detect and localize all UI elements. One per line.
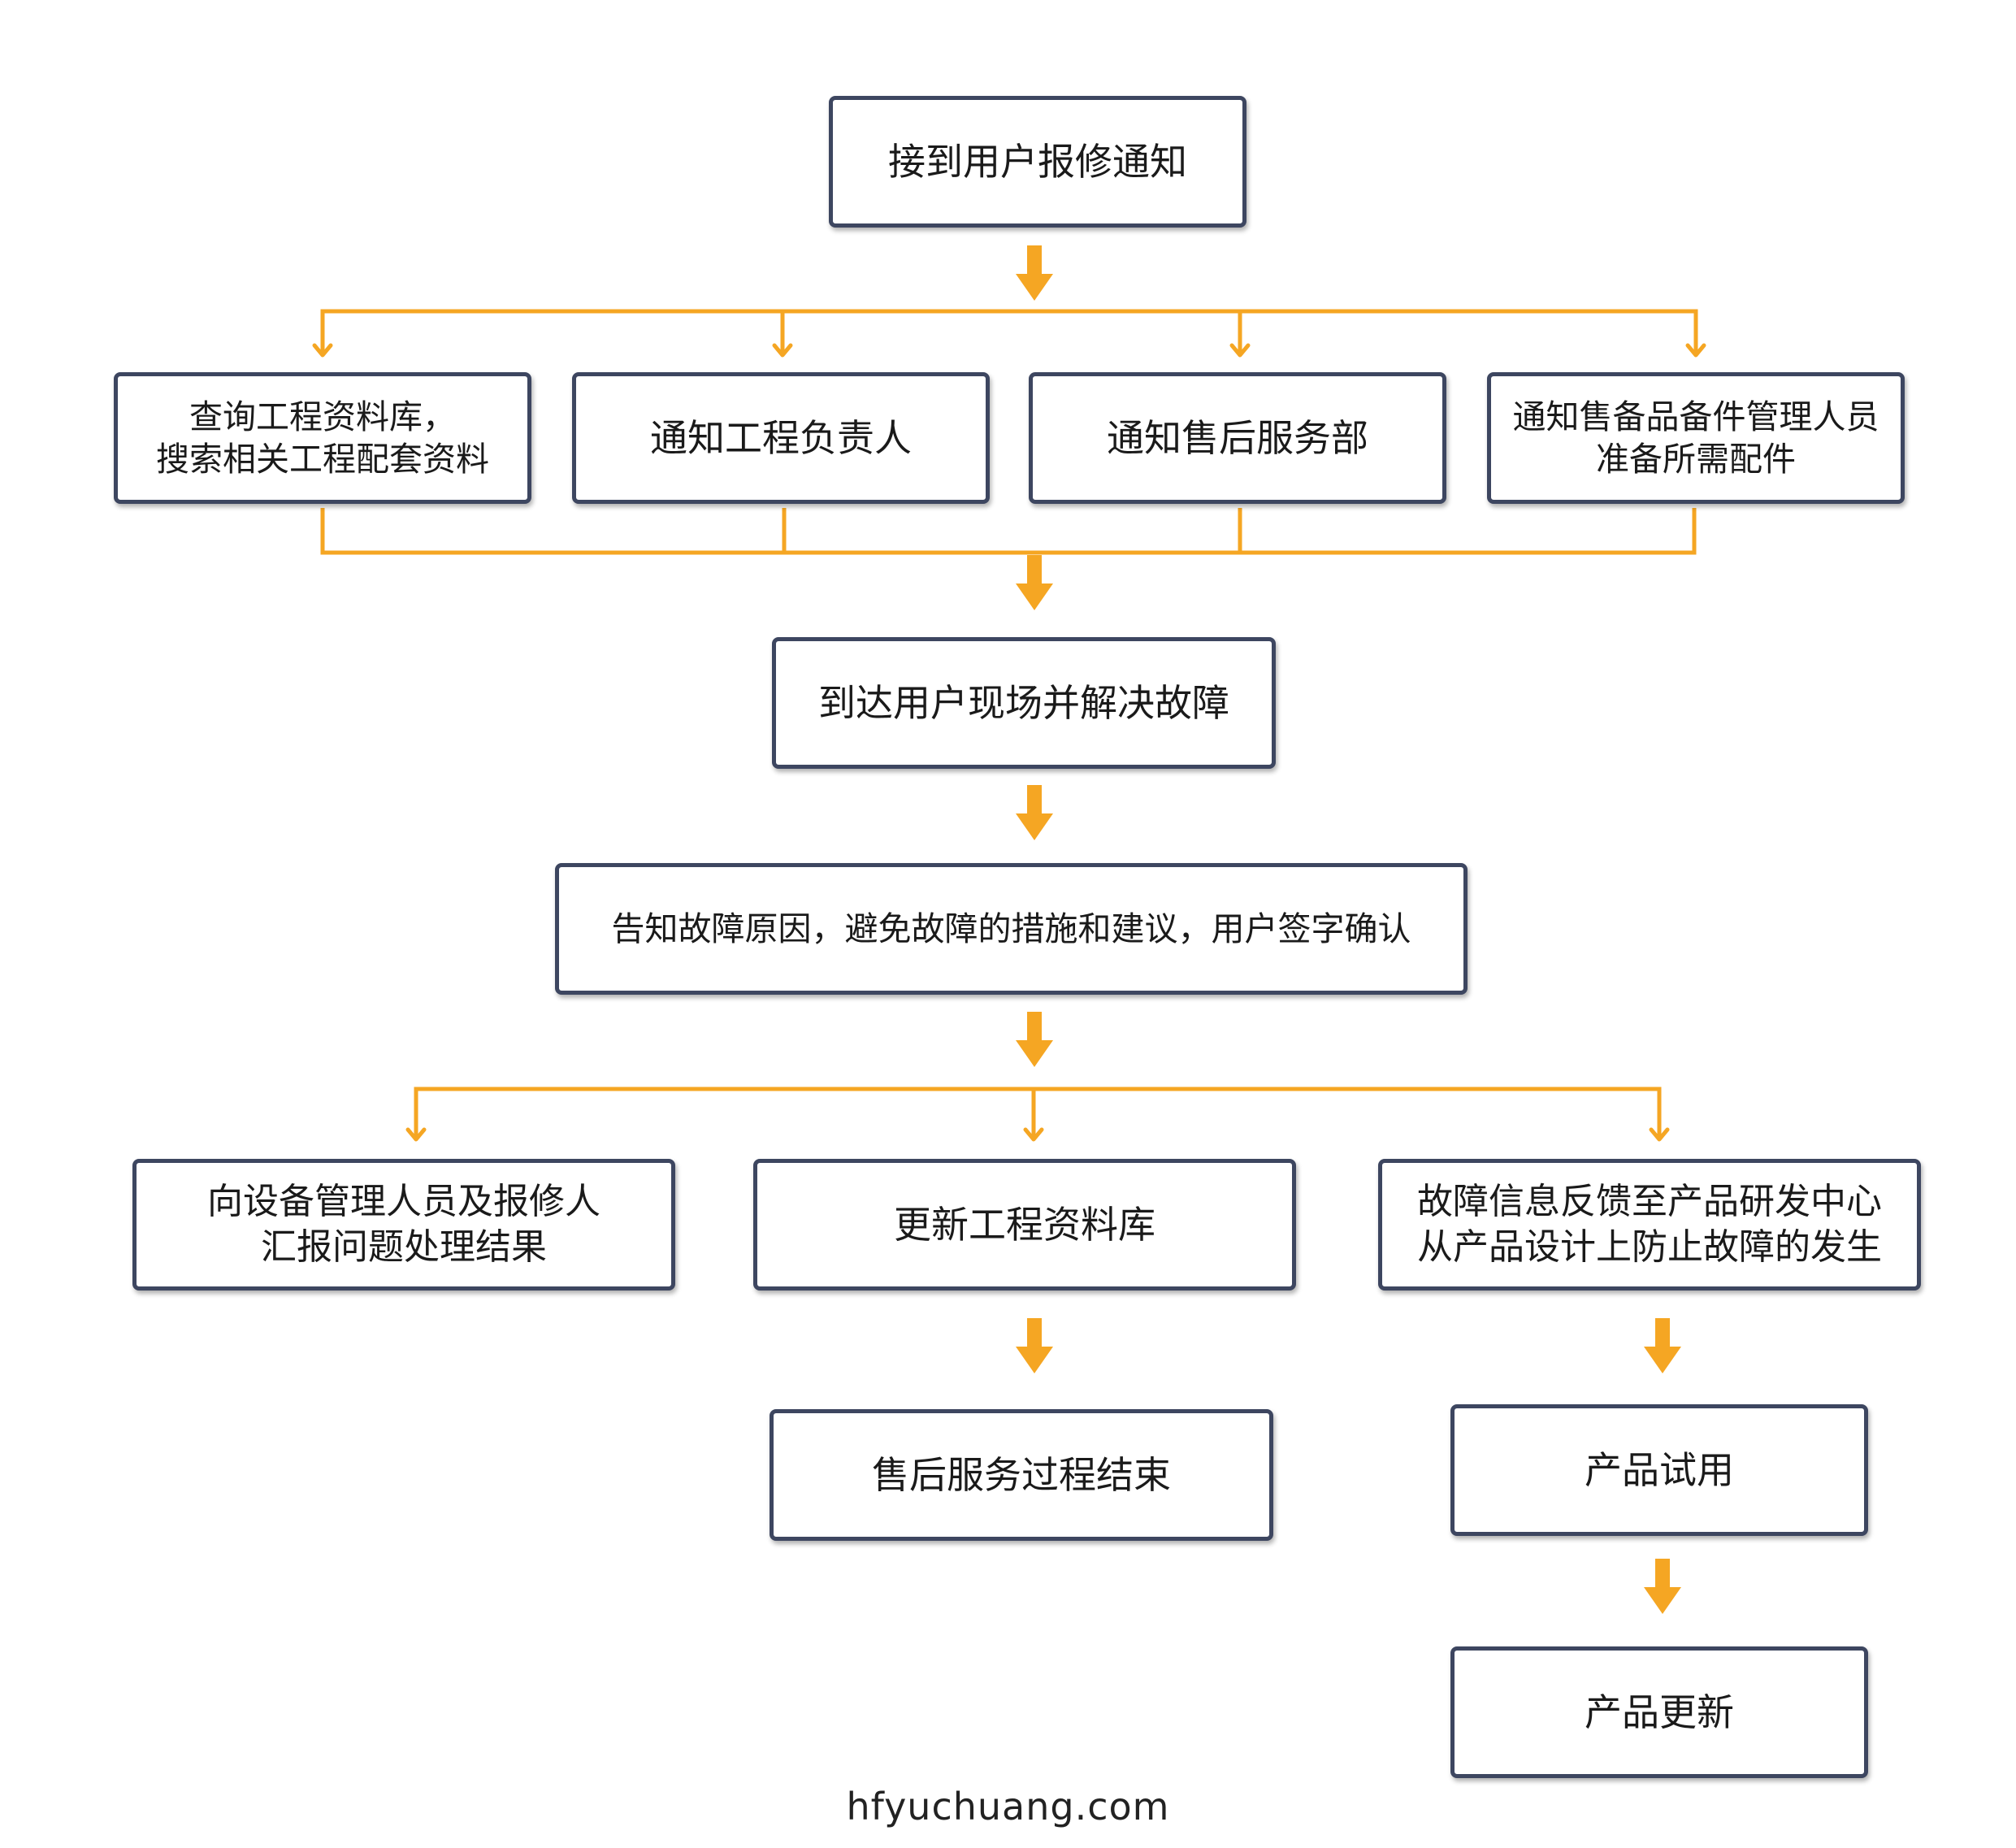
branch-line-bottom xyxy=(414,1087,1662,1136)
arrowhead xyxy=(772,343,793,358)
node-query-db: 查询工程资料库， 搜索相关工程配套资料 xyxy=(114,372,531,504)
node-product-update-label: 产品更新 xyxy=(1585,1690,1734,1734)
node-notify-service: 通知售后服务部 xyxy=(1029,372,1446,504)
arrow-update-to-end xyxy=(1016,1318,1053,1373)
node-notify-service-label: 通知售后服务部 xyxy=(1107,415,1368,460)
node-update-db: 更新工程资料库 xyxy=(753,1159,1296,1291)
node-onsite-label: 到达用户现场并解决故障 xyxy=(818,680,1229,725)
node-update-db-label: 更新工程资料库 xyxy=(894,1202,1155,1247)
arrowhead xyxy=(1023,1127,1044,1142)
node-feedback-label: 故障信息反馈至产品研发中心 从产品设计上防止故障的发生 xyxy=(1417,1180,1882,1268)
arrow-feedback-to-trial xyxy=(1644,1318,1681,1373)
node-notify-parts-label: 通知售备品备件管理人员 准备所需配件 xyxy=(1512,397,1879,479)
node-start: 接到用户报修通知 xyxy=(829,96,1246,228)
node-trial: 产品试用 xyxy=(1450,1404,1868,1536)
node-onsite: 到达用户现场并解决故障 xyxy=(772,637,1276,769)
arrow-trial-to-update xyxy=(1644,1559,1681,1614)
node-feedback: 故障信息反馈至产品研发中心 从产品设计上防止故障的发生 xyxy=(1378,1159,1921,1291)
arrow-merge-to-onsite xyxy=(1016,555,1053,610)
arrow-start-to-branch xyxy=(1016,245,1053,301)
node-end: 售后服务过程结束 xyxy=(770,1409,1273,1541)
node-query-db-label: 查询工程资料库， 搜索相关工程配套资料 xyxy=(156,397,489,479)
branch-line-top xyxy=(320,309,1698,352)
arrowhead xyxy=(405,1127,427,1142)
node-inform: 告知故障原因，避免故障的措施和建议，用户签字确认 xyxy=(555,863,1468,995)
node-report: 向设备管理人员及报修人 汇报问题处理结果 xyxy=(132,1159,675,1291)
node-end-label: 售后服务过程结束 xyxy=(872,1452,1171,1497)
arrowhead xyxy=(1229,343,1251,358)
node-notify-parts: 通知售备品备件管理人员 准备所需配件 xyxy=(1487,372,1905,504)
arrowhead xyxy=(1685,343,1706,358)
arrowhead xyxy=(1649,1127,1670,1142)
node-notify-engineer-label: 通知工程负责人 xyxy=(650,415,912,460)
node-inform-label: 告知故障原因，避免故障的措施和建议，用户签字确认 xyxy=(611,909,1411,948)
footer-url: hfyuchuang.com xyxy=(846,1785,1170,1828)
node-notify-engineer: 通知工程负责人 xyxy=(572,372,990,504)
node-trial-label: 产品试用 xyxy=(1585,1447,1734,1492)
node-product-update: 产品更新 xyxy=(1450,1646,1868,1778)
node-start-label: 接到用户报修通知 xyxy=(888,139,1187,184)
arrow-onsite-to-inform xyxy=(1016,785,1053,840)
arrowhead xyxy=(312,343,333,358)
arrow-inform-to-branch xyxy=(1016,1012,1053,1067)
merge-line xyxy=(320,508,1697,555)
node-report-label: 向设备管理人员及报修人 汇报问题处理结果 xyxy=(207,1180,600,1268)
